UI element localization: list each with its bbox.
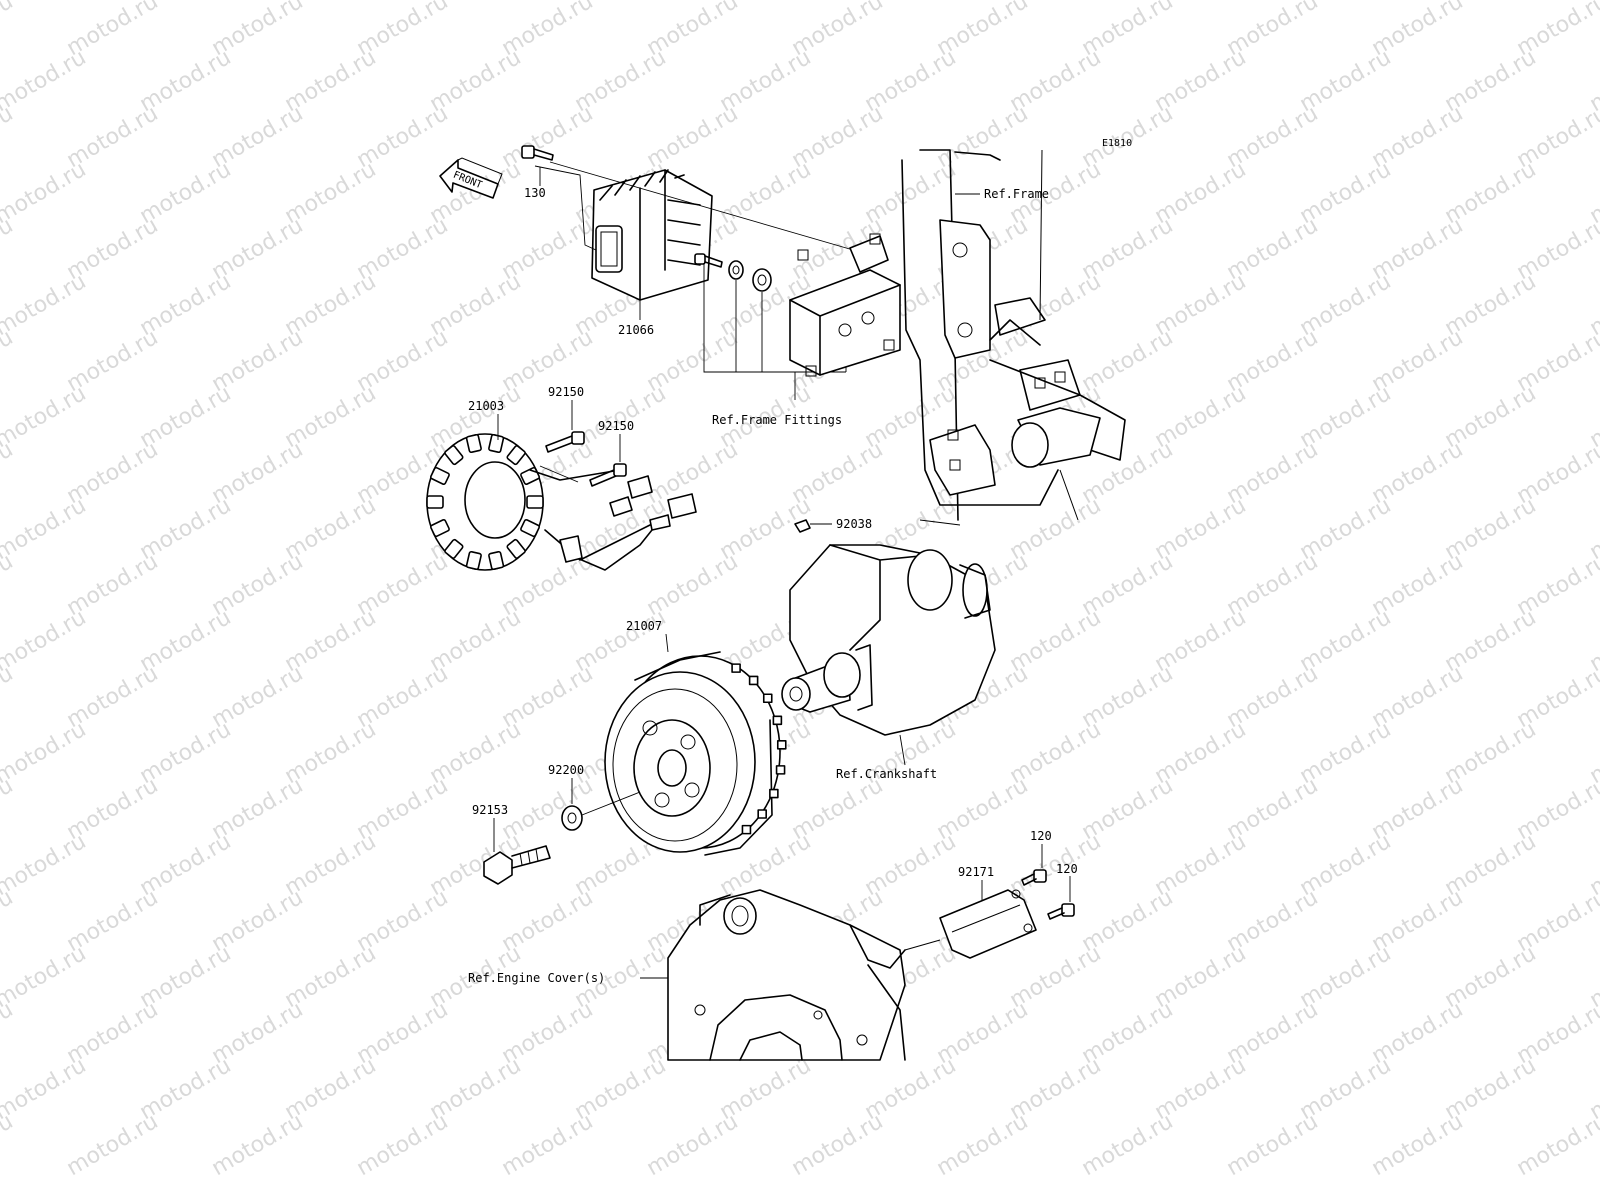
watermark-text: motod.ru [0, 213, 17, 285]
rotor-washer [561, 805, 583, 831]
watermark-text: motod.ru [0, 941, 90, 1013]
stator-coil [426, 433, 697, 571]
watermark-text: motod.ru [63, 1109, 163, 1181]
stator-pole [430, 466, 450, 485]
ref-engine-cover: Ref.Engine Cover(s) [468, 971, 605, 985]
rotor-tooth [731, 663, 741, 673]
regulator-rectifier [591, 169, 713, 301]
callout-120-a: 120 [1030, 829, 1052, 843]
rotor-tooth [772, 715, 783, 726]
callout-21066: 21066 [618, 323, 654, 337]
stator-pole [430, 519, 450, 538]
callout-92153: 92153 [472, 803, 508, 817]
stator-pole [426, 495, 444, 509]
watermark-text: motod.ru [0, 493, 90, 565]
front-arrow-icon: FRONT [439, 157, 503, 199]
rotor-bolt [483, 845, 551, 885]
watermark-text: motod.ru [1368, 1109, 1468, 1181]
watermark-text: motod.ru [0, 325, 17, 397]
callout-92150-a: 92150 [548, 385, 584, 399]
engine-cover-reference [667, 889, 941, 1061]
watermark-text: motod.ru [0, 549, 17, 621]
rotor-tooth [757, 809, 767, 819]
cover-plate [939, 889, 1037, 959]
watermark-text: motod.ru [0, 773, 17, 845]
rotor-tooth [762, 693, 773, 704]
frame-reference [901, 149, 1126, 526]
bolt-130 [521, 145, 554, 186]
watermark-text: motod.ru [0, 0, 17, 61]
watermark-text: motod.ru [0, 101, 17, 173]
ref-frame-fittings: Ref.Frame Fittings [712, 413, 842, 427]
stator-pole [526, 495, 544, 509]
watermark-text: motod.ru [0, 885, 17, 957]
callout-92150-b: 92150 [598, 419, 634, 433]
rotor-tooth [775, 765, 786, 775]
watermark-text: motod.ru [1078, 1109, 1178, 1181]
callout-21007: 21007 [626, 619, 662, 633]
watermark-text: motod.ru [353, 1109, 453, 1181]
callout-92200: 92200 [548, 763, 584, 777]
watermark-text: motod.ru [933, 1109, 1033, 1181]
watermark-text: motod.ru [788, 1109, 888, 1181]
rotor-tooth [748, 675, 759, 686]
watermark-text: motod.ru [0, 829, 90, 901]
stator-pole [488, 433, 505, 454]
watermark-text: motod.ru [0, 381, 90, 453]
stator-pole [465, 550, 482, 571]
stator-pole [465, 433, 482, 454]
watermark-text: motod.ru [1513, 1109, 1600, 1181]
stator-pole [506, 445, 526, 466]
woodruff-key [794, 519, 811, 533]
flywheel-rotor [604, 651, 787, 856]
stator-screw-a [545, 431, 585, 453]
crankshaft-reference [781, 544, 996, 736]
stator-pole [444, 445, 464, 466]
frame-fitting-hardware [694, 253, 772, 292]
watermark-text: motod.ru [0, 45, 90, 117]
watermark-text: motod.ru [643, 1109, 743, 1181]
watermark-text: motod.ru [0, 661, 17, 733]
watermark-text: motod.ru [498, 1109, 598, 1181]
rotor-tooth [741, 824, 752, 835]
callout-21003: 21003 [468, 399, 504, 413]
rotor-tooth [776, 740, 787, 750]
watermark-text: motod.ru [0, 997, 17, 1069]
watermark-text: motod.ru [0, 269, 90, 341]
watermark-text: motod.ru [208, 1109, 308, 1181]
stator-pole [488, 550, 505, 571]
callout-120-b: 120 [1056, 862, 1078, 876]
watermark-text: motod.ru [1223, 1109, 1323, 1181]
cover-screw-a [1021, 869, 1047, 886]
callout-130: 130 [524, 186, 546, 200]
watermark-text: motod.ru [0, 1053, 90, 1125]
callout-92171: 92171 [958, 865, 994, 879]
stator-pole [520, 519, 540, 538]
watermark-text: motod.ru [0, 157, 90, 229]
cover-screw-b [1047, 903, 1075, 920]
ref-frame: Ref.Frame [984, 187, 1049, 201]
ref-crankshaft: Ref.Crankshaft [836, 767, 937, 781]
watermark-text: motod.ru [0, 717, 90, 789]
diagram-code: E1810 [1102, 138, 1132, 149]
stator-pole [444, 538, 464, 559]
stator-screw-b [589, 463, 627, 487]
rotor-tooth [769, 788, 779, 799]
watermark-text: motod.ru [0, 437, 17, 509]
frame-bracket [789, 233, 901, 377]
callout-92038: 92038 [836, 517, 872, 531]
stator-pole [506, 538, 526, 559]
watermark-text: motod.ru [0, 1109, 17, 1181]
watermark-text: motod.ru [0, 605, 90, 677]
